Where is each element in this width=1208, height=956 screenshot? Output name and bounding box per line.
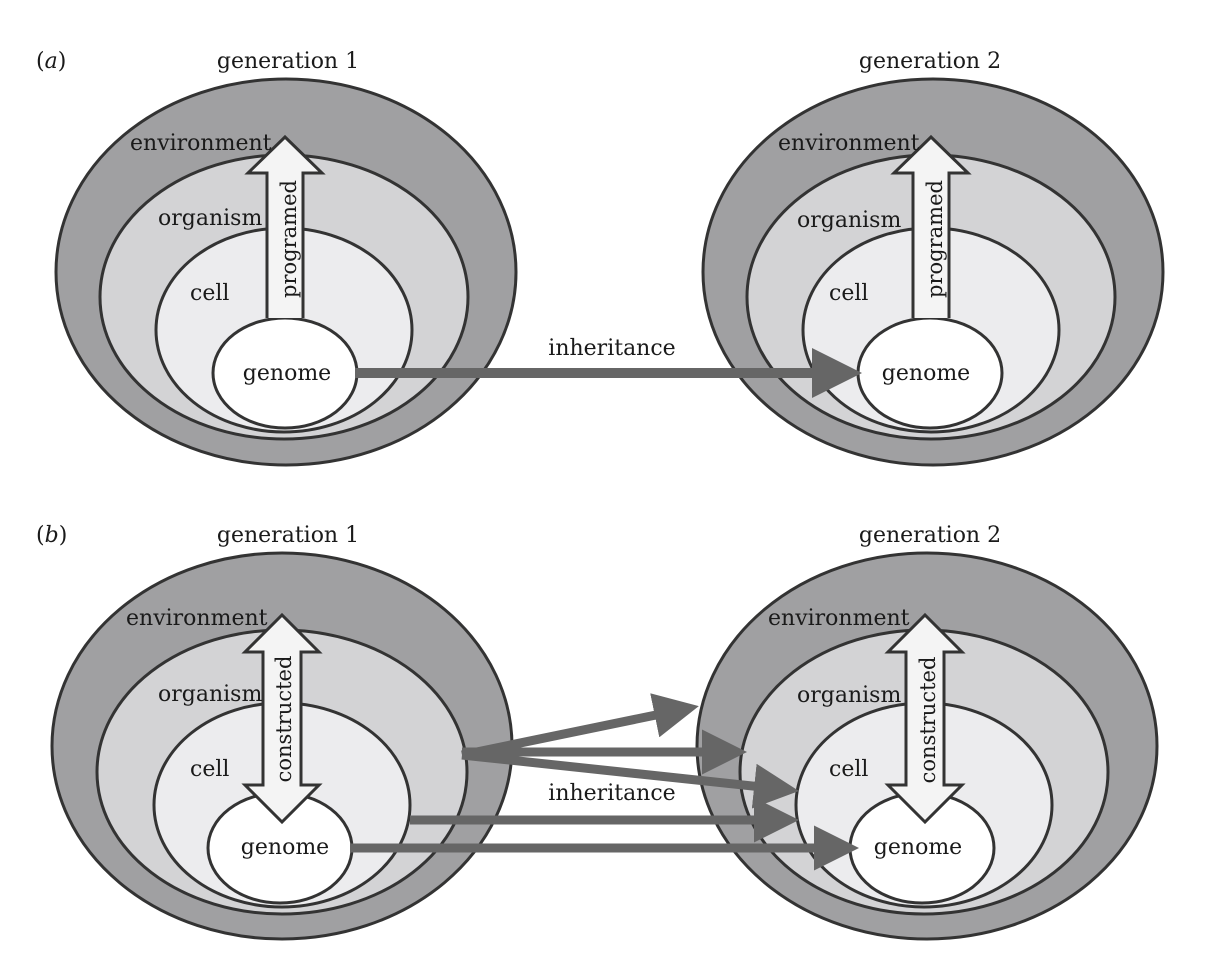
- cell-label: cell: [829, 281, 868, 306]
- cell-label: cell: [829, 757, 868, 782]
- constructed-label: constructed: [916, 657, 940, 784]
- cell-label: cell: [190, 757, 229, 782]
- environment-label: environment: [130, 131, 272, 156]
- genome-label: genome: [243, 361, 331, 386]
- panel-a: (a) generation 1 programed environment o…: [36, 49, 1165, 467]
- genome-label: genome: [882, 361, 970, 386]
- generation-title: generation 2: [859, 49, 1001, 74]
- generation-title: generation 1: [217, 49, 359, 74]
- panel-b: (b) generation 1 constructed environment…: [36, 523, 1159, 941]
- inheritance-arrow-to-environment: [461, 693, 699, 760]
- environment-label: environment: [768, 606, 910, 631]
- environment-label: environment: [778, 131, 920, 156]
- panel-b-generation-2: generation 2 constructed environment org…: [695, 523, 1159, 941]
- genome-label: genome: [241, 835, 329, 860]
- genome-label: genome: [874, 835, 962, 860]
- panel-b-letter: (b): [36, 523, 67, 548]
- panel-a-generation-1: generation 1 programed environment organ…: [54, 49, 518, 467]
- organism-label: organism: [158, 206, 262, 231]
- environment-label: environment: [126, 606, 268, 631]
- programed-block-arrow: [890, 134, 972, 318]
- constructed-label: constructed: [272, 656, 296, 783]
- generation-title: generation 2: [859, 523, 1001, 548]
- inheritance-label: inheritance: [548, 781, 675, 806]
- cell-label: cell: [190, 281, 229, 306]
- panel-a-generation-2: generation 2 programed environment organ…: [701, 49, 1165, 467]
- panel-b-generation-1: generation 1 constructed environment org…: [50, 523, 514, 941]
- constructed-block-arrow: [884, 612, 966, 825]
- inheritance-arrow-to-cell-from-organism: [461, 750, 799, 809]
- inheritance-label: inheritance: [548, 336, 675, 361]
- programed-block-arrow: [244, 134, 326, 318]
- programed-label: programed: [923, 180, 947, 298]
- organism-label: organism: [158, 682, 262, 707]
- organism-label: organism: [797, 683, 901, 708]
- organism-label: organism: [797, 208, 901, 233]
- programed-label: programed: [277, 180, 301, 298]
- generation-title: generation 1: [217, 523, 359, 548]
- panel-a-letter: (a): [36, 49, 66, 74]
- constructed-block-arrow: [241, 612, 323, 825]
